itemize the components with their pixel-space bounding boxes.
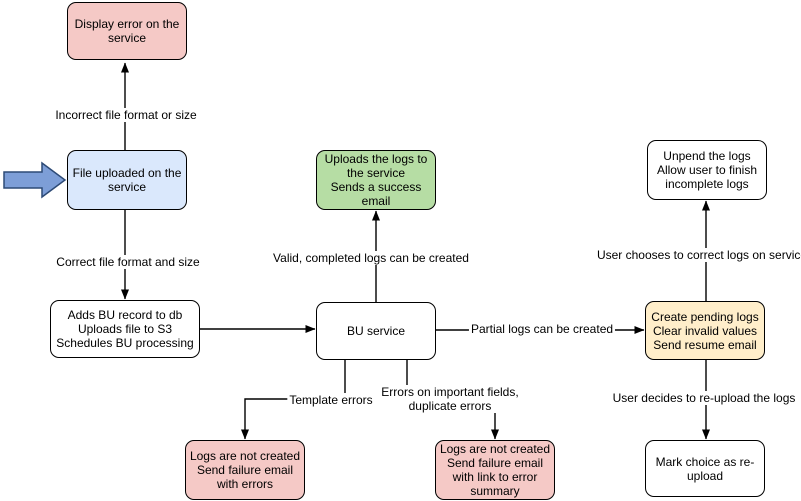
edge-label-template-errors: Template errors (287, 393, 375, 407)
edge-label-correct-format: Correct file format and size (54, 255, 202, 269)
node-mark-reupload: Mark choice as re- upload (645, 440, 765, 497)
start-pointer-arrow-icon (3, 161, 67, 199)
node-unpend-logs: Unpend the logs Allow user to finish inc… (647, 140, 767, 200)
node-create-pending-logs: Create pending logs Clear invalid values… (645, 301, 765, 360)
node-logs-not-created-summary: Logs are not created Send failure email … (435, 440, 555, 500)
node-display-error: Display error on the service (67, 2, 187, 60)
edge-label-user-reupload: User decides to re-upload the logs (610, 391, 798, 405)
edge-label-partial-logs: Partial logs can be created (468, 322, 616, 336)
edge-label-valid-completed: Valid, completed logs can be created (271, 251, 471, 265)
edge-label-important-fields: Errors on important fields, duplicate er… (379, 385, 521, 413)
node-file-uploaded: File uploaded on the service (67, 150, 187, 210)
node-adds-bu-record: Adds BU record to db Uploads file to S3 … (50, 300, 200, 358)
node-uploads-logs-success: Uploads the logs to the service Sends a … (316, 150, 436, 210)
node-bu-service: BU service (316, 302, 436, 360)
edge-label-user-correct: User chooses to correct logs on service (594, 248, 801, 262)
node-logs-not-created-errors: Logs are not created Send failure email … (185, 440, 305, 500)
edge-label-incorrect-format: Incorrect file format or size (53, 108, 199, 122)
